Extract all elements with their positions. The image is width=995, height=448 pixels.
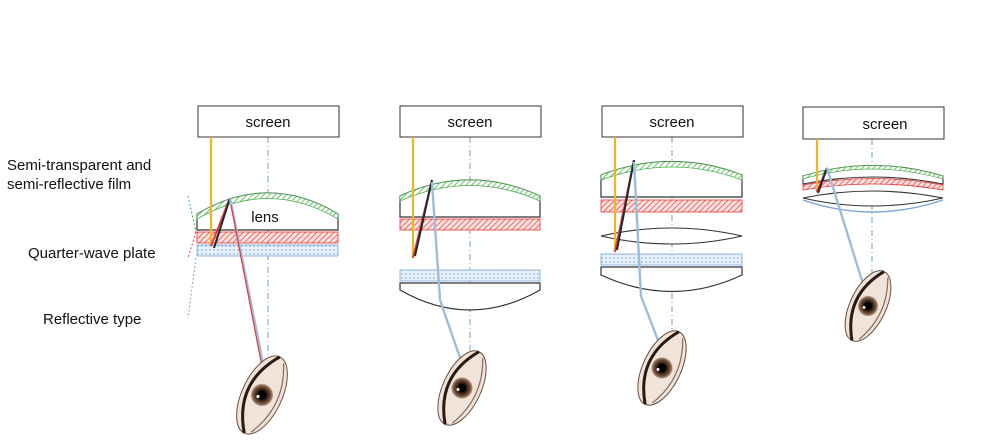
lens-2b [399, 282, 541, 311]
label-film-line1: Semi-transparent and [7, 157, 152, 174]
quarter-wave-3 [600, 199, 743, 213]
screen-label-1: screen [245, 114, 290, 131]
quarter-wave-2 [399, 218, 541, 231]
lens-3c [600, 266, 743, 293]
film-1 [196, 192, 339, 220]
eye-icon [637, 330, 687, 406]
panel-2: screen [399, 105, 542, 426]
polarizer-1 [196, 244, 339, 257]
lens-4b [802, 190, 944, 207]
screen-label-2: screen [447, 114, 492, 131]
screen-label-3: screen [649, 114, 694, 131]
polarizer-4 [802, 199, 944, 213]
eye-icon [437, 350, 487, 426]
lens-label: lens [251, 209, 279, 226]
quarter-wave-4 [802, 178, 944, 191]
lens-3b [600, 227, 743, 245]
polarizer-2 [399, 269, 541, 282]
label-reflective: Reflective type [43, 311, 142, 328]
screen-label-4: screen [862, 116, 907, 133]
screen-box-1 [197, 105, 340, 138]
eye-icon [236, 355, 288, 435]
label-film-line2: semi-reflective film [7, 176, 132, 193]
guide-lines [187, 195, 197, 319]
label-film: Semi-transparent and semi-reflective fil… [7, 156, 151, 194]
label-quarter-wave: Quarter-wave plate [28, 245, 156, 262]
film-4 [802, 165, 944, 180]
panel-1: screen lens [196, 105, 340, 435]
screen-box-3 [601, 105, 744, 138]
panel-3: screen [600, 105, 744, 406]
quarter-wave-1 [196, 231, 339, 244]
panel-4: screen [802, 106, 945, 342]
screen-box-2 [399, 105, 542, 138]
eye-icon [844, 270, 892, 342]
film-3 [600, 161, 743, 181]
film-2 [399, 179, 541, 202]
polarizer-3 [600, 253, 743, 266]
screen-box-4 [802, 106, 945, 140]
